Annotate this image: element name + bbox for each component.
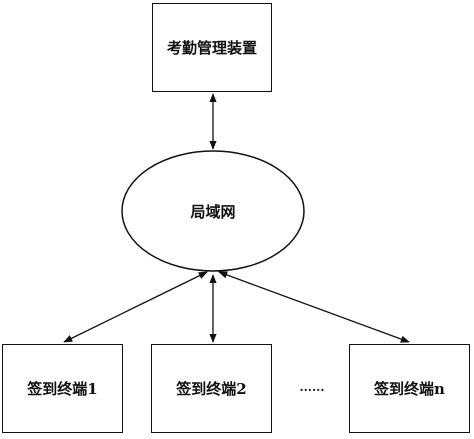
terminal-n-label: 签到终端n <box>374 380 445 398</box>
attendance-manager-label: 考勤管理装置 <box>166 39 257 57</box>
terminal-n-box: 签到终端n <box>349 344 470 433</box>
edge-lan-terminal-n <box>218 271 410 343</box>
terminal-1-box: 签到终端1 <box>2 344 123 433</box>
terminal-2-box: 签到终端2 <box>151 344 272 433</box>
edge-lan-terminal-1 <box>63 271 208 343</box>
lan-label: 局域网 <box>190 202 236 221</box>
lan-node: 局域网 <box>122 151 304 271</box>
ellipsis-text: ...... <box>299 380 325 394</box>
lan-ellipse <box>121 150 305 272</box>
terminal-2-label: 签到终端2 <box>176 380 247 398</box>
terminal-1-label: 签到终端1 <box>27 380 98 398</box>
attendance-manager-box: 考勤管理装置 <box>152 3 272 92</box>
